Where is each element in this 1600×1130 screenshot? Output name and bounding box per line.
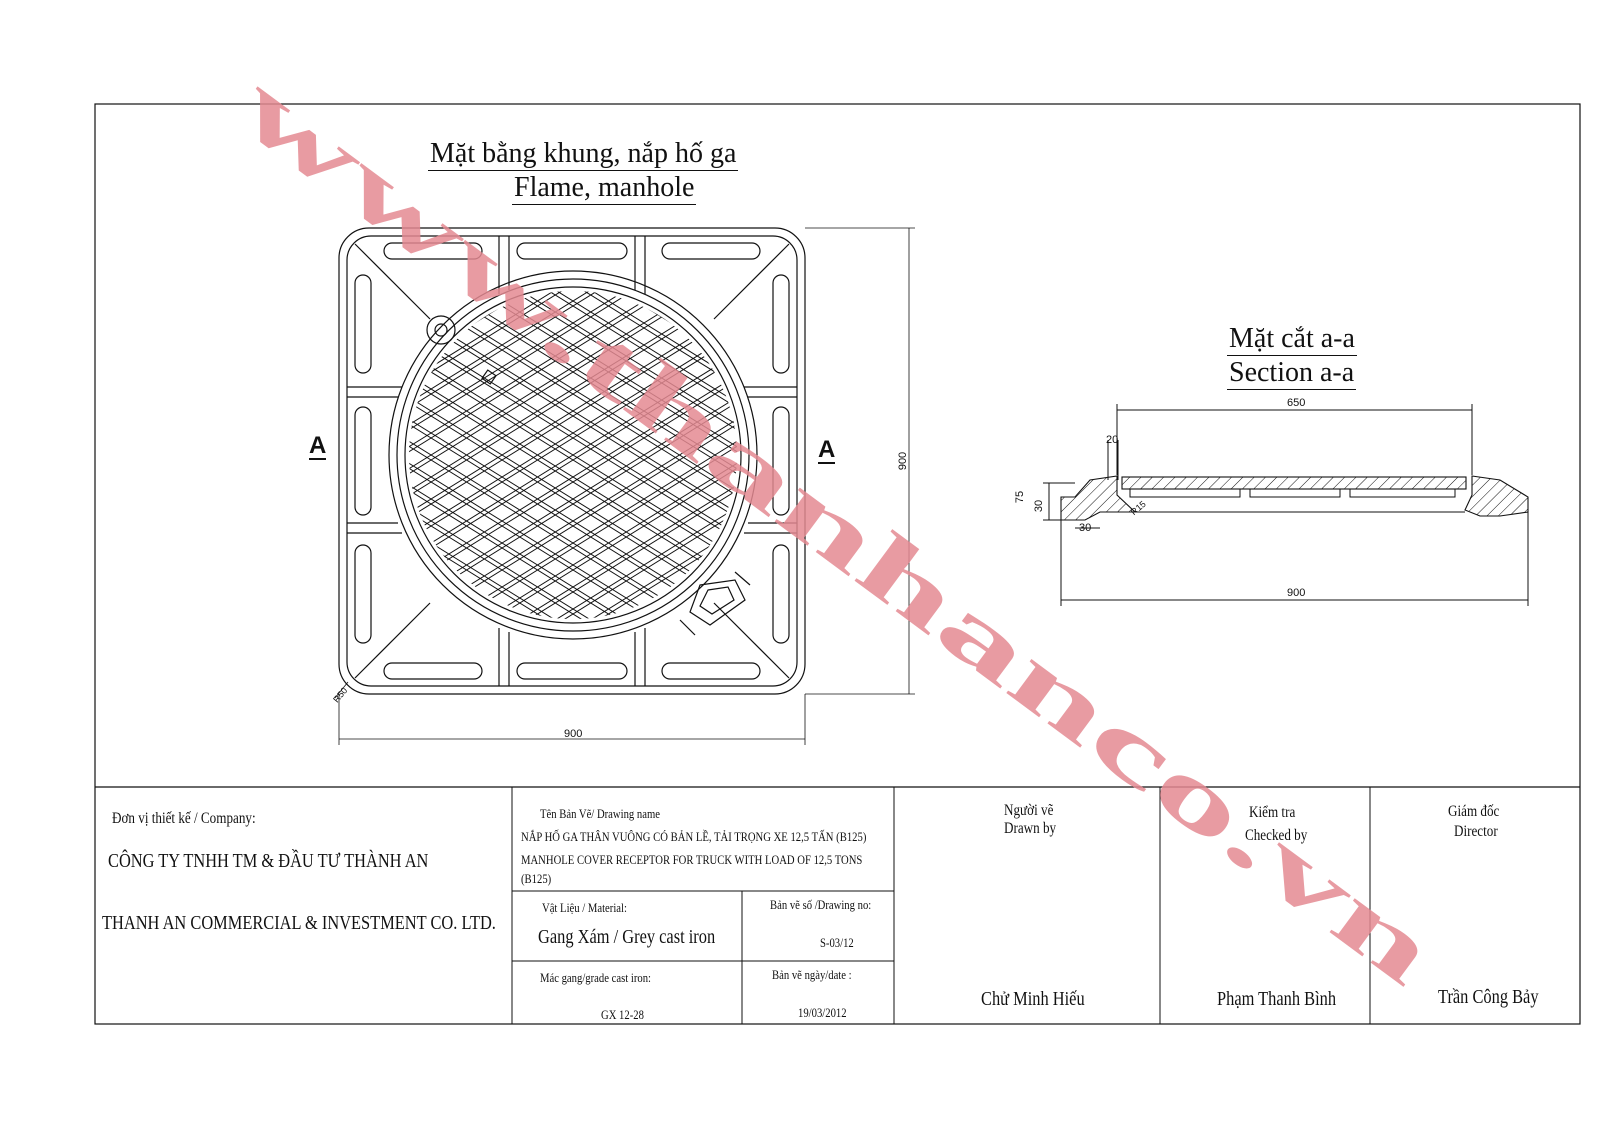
drawing-no-value: S-03/12 — [820, 935, 854, 950]
grid-bar — [409, 291, 737, 453]
grid-bar — [409, 291, 737, 497]
section-title-en: Section a-a — [1227, 357, 1357, 390]
section-cover-plate — [1121, 476, 1467, 490]
grid-bar — [409, 291, 737, 409]
grid-bar — [409, 291, 737, 409]
grade-value: GX 12-28 — [601, 1007, 644, 1022]
grid-bar — [409, 484, 737, 619]
grid-bar — [409, 291, 737, 470]
drawing-name-en-1: MANHOLE COVER RECEPTOR FOR TRUCK WITH LO… — [521, 852, 863, 867]
drawing-no-label: Bản vẽ số /Drawing no: — [770, 897, 872, 912]
company-name-vi: CÔNG TY TNHH TM & ĐẦU TƯ THÀNH AN — [108, 850, 429, 872]
grid-bar — [409, 291, 737, 404]
checked-by-name: Phạm Thanh Bình — [1217, 988, 1337, 1010]
material-value: Gang Xám / Grey cast iron — [538, 926, 716, 948]
date-label: Bản vẽ ngày/date : — [772, 967, 852, 982]
section-frame-left — [1060, 475, 1137, 521]
drawing-name-vi: NẮP HỐ GA THÂN VUÔNG CÓ BẢN LỀ, TẢI TRỌN… — [521, 829, 867, 844]
grid-bar — [409, 506, 737, 619]
drawing-name-label: Tên Bản Vẽ/ Drawing name — [540, 806, 660, 821]
grid-bar — [409, 291, 737, 343]
director-name: Trần Công Bảy — [1438, 986, 1539, 1008]
plan-dimensions — [334, 227, 915, 745]
grid-bar — [409, 555, 737, 619]
section-marker-left: A — [309, 432, 327, 460]
grid-bar — [409, 550, 737, 619]
section-dim-650: 650 — [1287, 397, 1306, 409]
drawing-name-en-2: (B125) — [521, 871, 552, 886]
grid-bar — [409, 506, 737, 619]
grid-bar — [409, 533, 737, 619]
grid-bar — [409, 440, 737, 619]
company-label: Đơn vị thiết kế / Company: — [112, 810, 256, 827]
plan-view-frame — [338, 227, 806, 695]
grid-bar — [409, 291, 737, 431]
grid-bar — [409, 533, 737, 619]
plan-title-vi: Mặt bằng khung, nắp hố ga — [428, 138, 739, 171]
section-view-profile — [1043, 404, 1529, 606]
section-dim-30-vertical: 30 — [1033, 499, 1046, 513]
drawn-by-label-en: Drawn by — [1004, 820, 1057, 837]
drawn-by-label-vi: Người vẽ — [1004, 802, 1054, 819]
section-dim-75: 75 — [1014, 490, 1027, 504]
plan-dim-height: 900 — [897, 451, 910, 471]
plan-dim-width: 900 — [564, 728, 583, 740]
section-title-vi: Mặt cắt a-a — [1227, 323, 1357, 356]
grid-bar — [409, 291, 737, 338]
grid-bar — [409, 555, 737, 619]
grid-bar — [409, 462, 737, 619]
section-cover-ribs — [1129, 489, 1465, 513]
grid-bar — [409, 467, 737, 619]
grid-bar — [409, 291, 737, 475]
section-dim-30-horizontal: 30 — [1079, 522, 1092, 534]
section-dim-20: 20 — [1106, 434, 1119, 446]
grid-bar — [409, 291, 737, 448]
grid-bar — [409, 291, 737, 426]
sheet-border — [94, 103, 1581, 1025]
grid-bar — [409, 423, 737, 619]
material-label: Vật Liệu / Material: — [542, 900, 627, 915]
grid-bar — [409, 572, 737, 619]
grid-bar — [409, 445, 737, 619]
section-dim-900: 900 — [1287, 587, 1306, 599]
grid-bar — [409, 511, 737, 619]
grid-bar — [409, 291, 737, 338]
grid-bar — [409, 418, 737, 619]
grid-bar — [409, 511, 737, 619]
drawn-by-name: Chử Minh Hiếu — [981, 988, 1085, 1010]
grade-label: Mác gang/grade cast iron: — [540, 970, 652, 985]
date-value: 19/03/2012 — [798, 1005, 847, 1020]
director-label-en: Director — [1454, 823, 1498, 840]
grid-bar — [409, 577, 737, 619]
grid-bar — [409, 577, 737, 619]
director-label-vi: Giám đốc — [1448, 803, 1500, 820]
company-name-en: THANH AN COMMERCIAL & INVESTMENT CO. LTD… — [102, 912, 496, 934]
plan-title-en: Flame, manhole — [512, 172, 697, 205]
grid-bar — [409, 489, 737, 619]
checked-by-label-vi: Kiểm tra — [1249, 804, 1296, 821]
grid-bar — [409, 291, 737, 343]
section-marker-right: A — [818, 436, 836, 464]
checked-by-label-en: Checked by — [1245, 827, 1308, 844]
grid-bar — [409, 335, 737, 585]
grid-bar — [409, 291, 737, 492]
grid-bar — [409, 330, 737, 580]
grid-bar — [409, 572, 737, 619]
grid-bar — [409, 291, 737, 404]
section-frame-right — [1464, 475, 1529, 517]
grid-bar — [409, 550, 737, 619]
